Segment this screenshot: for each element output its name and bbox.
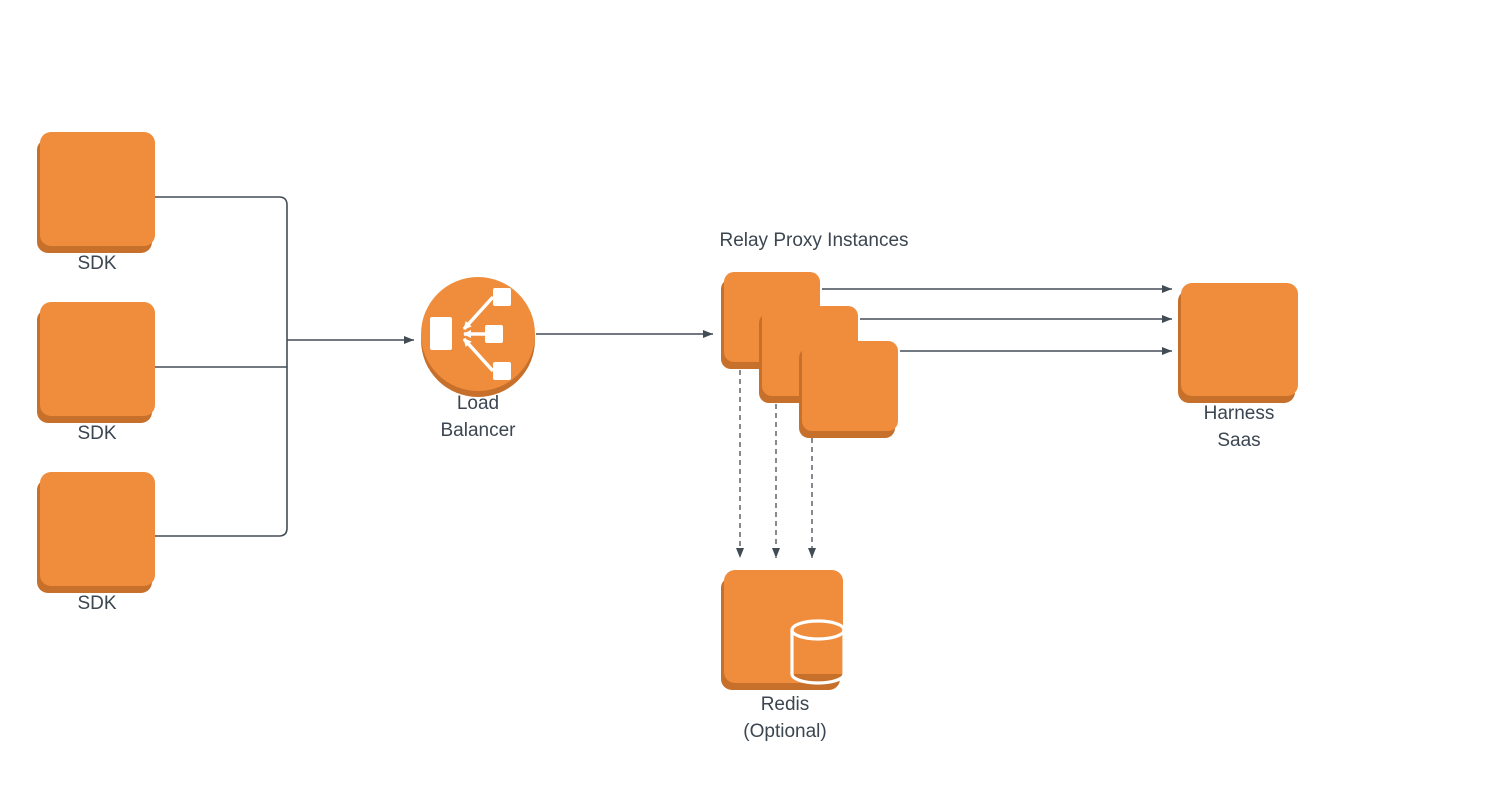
relay-proxy-title: Relay Proxy Instances bbox=[719, 230, 908, 251]
sdk-2-box bbox=[40, 302, 155, 416]
harness-saas-label-line1: Harness bbox=[1204, 403, 1275, 424]
sdk-3-box bbox=[40, 472, 155, 586]
connector-sdk-bus bbox=[155, 196, 414, 537]
load-balancer-icon-arrow-bottom bbox=[462, 337, 495, 373]
load-balancer-icon bbox=[430, 288, 511, 380]
load-balancer-icon-target-bottom bbox=[493, 362, 511, 380]
node-relay-proxy-group: Relay Proxy Instances bbox=[719, 230, 909, 438]
node-redis: Redis (Optional) bbox=[721, 570, 846, 742]
connectors-relay-to-redis bbox=[736, 370, 816, 558]
node-load-balancer: Load Balancer bbox=[421, 277, 535, 441]
cylinder-sides bbox=[790, 630, 846, 674]
node-sdk-2: SDK bbox=[37, 302, 155, 444]
cylinder-top bbox=[790, 619, 846, 641]
harness-saas-label-line2: Saas bbox=[1217, 430, 1260, 451]
load-balancer-icon-source bbox=[430, 317, 452, 350]
load-balancer-icon-target-middle bbox=[485, 325, 503, 343]
relay-proxy-3-box bbox=[802, 341, 898, 431]
sdk-1-label: SDK bbox=[77, 253, 116, 274]
sdk-1-box bbox=[40, 132, 155, 246]
node-sdk-1: SDK bbox=[37, 132, 155, 274]
load-balancer-label-line1: Load bbox=[457, 393, 499, 414]
redis-label-line1: Redis bbox=[761, 694, 810, 715]
node-sdk-3: SDK bbox=[37, 472, 155, 614]
node-harness-saas: Harness Saas bbox=[1178, 283, 1298, 451]
load-balancer-label-line2: Balancer bbox=[441, 420, 517, 441]
harness-saas-box bbox=[1181, 283, 1298, 396]
load-balancer-icon-arrow-top bbox=[462, 295, 495, 331]
database-cylinder-icon bbox=[790, 619, 846, 685]
redis-label-line2: (Optional) bbox=[743, 721, 826, 742]
load-balancer-icon-target-top bbox=[493, 288, 511, 306]
sdk-3-label: SDK bbox=[77, 593, 116, 614]
connectors-relay-to-harness bbox=[822, 285, 1172, 355]
sdk-2-label: SDK bbox=[77, 423, 116, 444]
node-relay-proxy-3 bbox=[799, 341, 898, 438]
